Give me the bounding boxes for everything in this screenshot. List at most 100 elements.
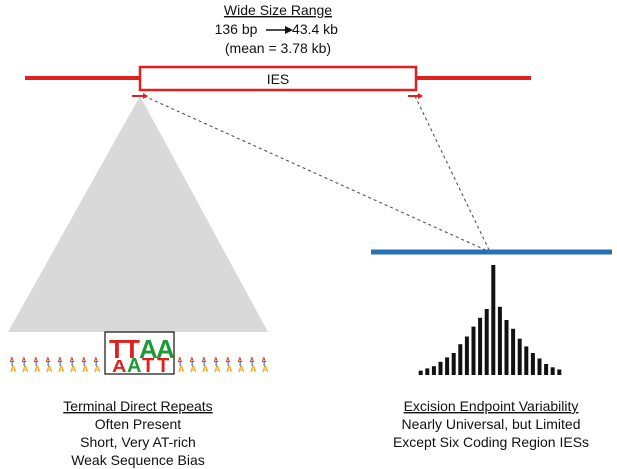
logo-flank-letter: A: [22, 364, 29, 374]
logo-flank-letter: T: [10, 361, 15, 368]
logo-core-letter: A: [127, 355, 141, 377]
histogram-bar: [458, 344, 463, 375]
histogram-bar: [517, 338, 522, 375]
histogram-bar: [550, 367, 555, 375]
logo-flank-letter: A: [190, 357, 194, 363]
logo-flank-letter: A: [10, 364, 17, 374]
logo-flank-letter: A: [82, 364, 89, 374]
logo-flank-letter: A: [250, 364, 257, 374]
ies-box: [138, 65, 418, 92]
logo-flank-letter: T: [214, 361, 219, 368]
logo-core-letter: T: [109, 334, 125, 364]
range-to: 43.4 kb: [292, 21, 338, 37]
logo-flank-letter: T: [34, 361, 39, 368]
endpoint-histogram: [418, 265, 562, 375]
projection-line-right: [414, 95, 491, 253]
logo-flank-letter: T: [202, 361, 207, 368]
logo-flank-letter: T: [22, 361, 27, 368]
right-caption-line: Nearly Universal, but Limited: [402, 416, 581, 432]
logo-flank-letter: A: [94, 357, 98, 363]
right-caption-line: Except Six Coding Region IESs: [393, 434, 589, 450]
histogram-bar: [431, 366, 436, 375]
range-arrow-icon: [266, 26, 293, 34]
logo-flank-letter: A: [34, 357, 38, 363]
left-caption-line: Often Present: [95, 416, 181, 432]
logo-flank-letter: A: [202, 364, 209, 374]
logo-flank-letter: A: [238, 357, 242, 363]
histogram-bar: [484, 309, 489, 375]
left-repeat-arrow-icon: [132, 93, 148, 99]
left-caption-line: Short, Very AT-rich: [80, 434, 196, 450]
histogram-bar: [557, 369, 562, 375]
logo-core-letter: T: [124, 334, 140, 364]
logo-flank-letter: T: [262, 361, 267, 368]
logo-flank-letter: A: [58, 364, 65, 374]
logo-flank-letter: T: [238, 361, 243, 368]
logo-flank-letter: A: [46, 357, 50, 363]
logo-flank-letter: A: [226, 364, 233, 374]
ies-label: IES: [267, 71, 290, 87]
histogram-bar: [530, 353, 535, 375]
histogram-bar: [491, 265, 496, 375]
histogram-bar: [478, 317, 483, 375]
logo-flank-letter: A: [202, 357, 206, 363]
logo-flank-letter: A: [58, 357, 62, 363]
right-caption-title: Excision Endpoint Variability: [404, 398, 579, 414]
left-caption-title: Terminal Direct Repeats: [63, 398, 212, 414]
logo-flank-letter: A: [22, 357, 26, 363]
histogram-bar: [537, 358, 542, 375]
logo-flank-letter: T: [250, 361, 255, 368]
logo-flank-letter: A: [82, 357, 86, 363]
logo-flank-letter: A: [94, 364, 101, 374]
logo-core-box: [104, 331, 175, 375]
logo-flank-letter: A: [214, 364, 221, 374]
histogram-bar: [497, 306, 502, 375]
logo-flank-letter: A: [262, 364, 269, 374]
logo-core-letter: A: [156, 334, 175, 364]
histogram-bar: [451, 353, 456, 375]
mean-size: (mean = 3.78 kb): [225, 40, 331, 56]
range-from: 136 bp: [215, 21, 258, 37]
left-caption-line: Weak Sequence Bias: [71, 452, 205, 468]
histogram-bar: [511, 328, 516, 375]
histogram-bar: [471, 326, 476, 375]
logo-flank-letter: T: [46, 361, 51, 368]
logo-flank-letter: A: [46, 364, 53, 374]
logo-flank-letter: A: [190, 364, 197, 374]
histogram-bar: [438, 361, 443, 375]
logo-flank-letter: A: [34, 364, 41, 374]
logo-flank-letter: T: [82, 361, 87, 368]
logo-flank-letter: A: [262, 357, 266, 363]
logo-core-letter: T: [142, 355, 154, 377]
histogram-bar: [524, 346, 529, 375]
logo-flank-letter: T: [58, 361, 63, 368]
logo-flank-letter: A: [178, 357, 182, 363]
histogram-bar: [418, 370, 423, 375]
histogram-bar: [445, 357, 450, 375]
histogram-bar: [425, 368, 430, 375]
logo-flank-letter: T: [190, 361, 195, 368]
logo-core-letter: T: [157, 355, 169, 377]
logo-flank-letter: A: [214, 357, 218, 363]
histogram-bar: [504, 320, 509, 375]
logo-flank-letter: A: [10, 357, 14, 363]
repeat-fan: [8, 96, 268, 332]
logo-flank-letter: T: [70, 361, 75, 368]
logo-flank-letter: A: [178, 364, 185, 374]
histogram-bar: [464, 336, 469, 375]
logo-flank-letter: A: [70, 364, 77, 374]
logo-core-letter: A: [112, 357, 127, 377]
logo-core-letter: A: [139, 334, 158, 364]
logo-flank-letter: T: [178, 361, 183, 368]
histogram-bar: [544, 364, 549, 375]
logo-flank-letter: A: [238, 364, 245, 374]
logo-flank-letter: A: [250, 357, 254, 363]
logo-flank-letter: A: [70, 357, 74, 363]
size-range-title: Wide Size Range: [224, 2, 332, 18]
right-repeat-arrow-icon: [408, 93, 423, 99]
logo-flank-letter: T: [226, 361, 231, 368]
logo-flank-letter: T: [94, 361, 99, 368]
